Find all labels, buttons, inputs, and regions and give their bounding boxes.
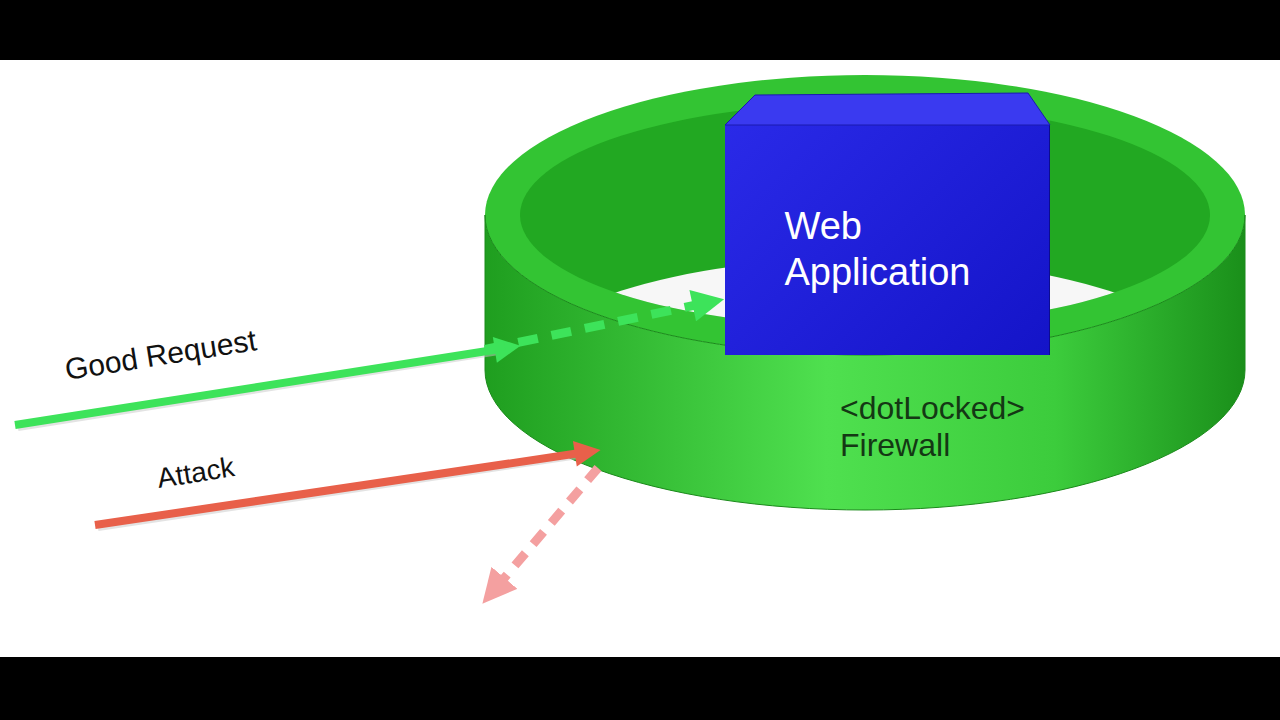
box-top <box>725 93 1050 125</box>
top-bar <box>0 0 1280 60</box>
bottom-bar <box>0 657 1280 720</box>
firewall-label: <dotLocked> Firewall <box>840 390 1125 464</box>
rejected-attack-arrow <box>500 468 598 583</box>
web-application-label: Web Application <box>785 204 1020 295</box>
ring-rim <box>485 75 1245 355</box>
arrow-shadow <box>98 455 585 528</box>
arrow-shadow <box>18 351 505 428</box>
attack-label: Attack <box>155 450 237 495</box>
box-top-face <box>725 93 1060 127</box>
firewall-ring: <dotLocked> Firewall Web Application <box>485 75 1245 510</box>
good-request-label: Good Request <box>62 322 259 388</box>
request-arrows <box>15 349 598 583</box>
dashed-pass-arrow <box>485 304 699 349</box>
web-application-box: Web Application <box>725 125 1050 355</box>
good-request-arrow <box>15 349 500 425</box>
connectors <box>485 304 699 349</box>
attack-arrow <box>95 453 580 525</box>
